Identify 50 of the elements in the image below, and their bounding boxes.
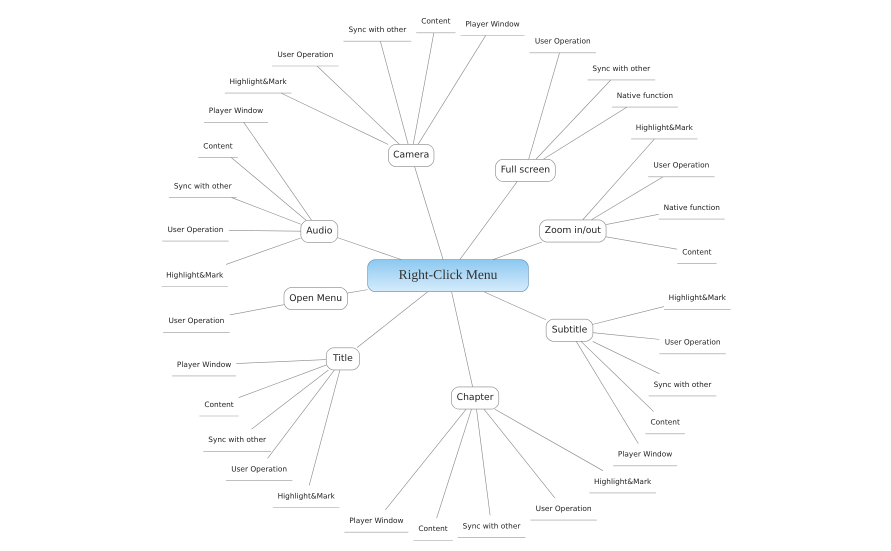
connector: [592, 341, 660, 374]
connector: [535, 80, 611, 160]
connector: [590, 176, 663, 220]
connector: [356, 291, 428, 348]
connector: [483, 291, 546, 320]
connector: [417, 35, 486, 145]
connector: [483, 408, 555, 498]
connector: [230, 197, 301, 225]
connector: [337, 237, 402, 260]
connector: [238, 364, 326, 398]
node-box: Open Menu: [283, 287, 348, 310]
connector: [380, 40, 408, 145]
connector: [580, 341, 654, 412]
connector: [242, 122, 312, 221]
node-box: Zoom in/out: [538, 220, 606, 242]
connector: [492, 242, 542, 260]
connector: [576, 341, 638, 444]
connector: [542, 106, 627, 160]
connector: [605, 214, 659, 225]
node-box: Full screen: [494, 159, 556, 182]
connector: [582, 138, 654, 220]
connector: [476, 408, 490, 516]
connector: [494, 408, 603, 471]
connector: [436, 408, 472, 518]
node-box: Title: [325, 347, 360, 370]
node-box: Audio: [300, 220, 338, 243]
connector: [228, 230, 301, 232]
node-box: Right-Click Menu: [366, 259, 528, 292]
connector: [450, 292, 472, 388]
connector: [280, 92, 388, 145]
connector: [250, 370, 328, 430]
connector: [316, 66, 400, 145]
connector: [230, 157, 306, 221]
connector: [412, 32, 434, 145]
connector: [225, 238, 300, 265]
connector: [592, 332, 660, 340]
node-box: Chapter: [450, 386, 499, 410]
connector: [235, 359, 326, 364]
node-box: Camera: [388, 144, 434, 167]
node-box: Subtitle: [545, 318, 593, 342]
connector: [528, 52, 560, 160]
connector: [266, 370, 334, 459]
connector: [605, 236, 677, 250]
connector: [346, 289, 368, 294]
connector: [592, 306, 664, 325]
connector: [459, 181, 517, 260]
connector: [228, 304, 284, 316]
connector: [384, 408, 466, 510]
connector: [414, 166, 443, 260]
connector: [308, 370, 340, 486]
